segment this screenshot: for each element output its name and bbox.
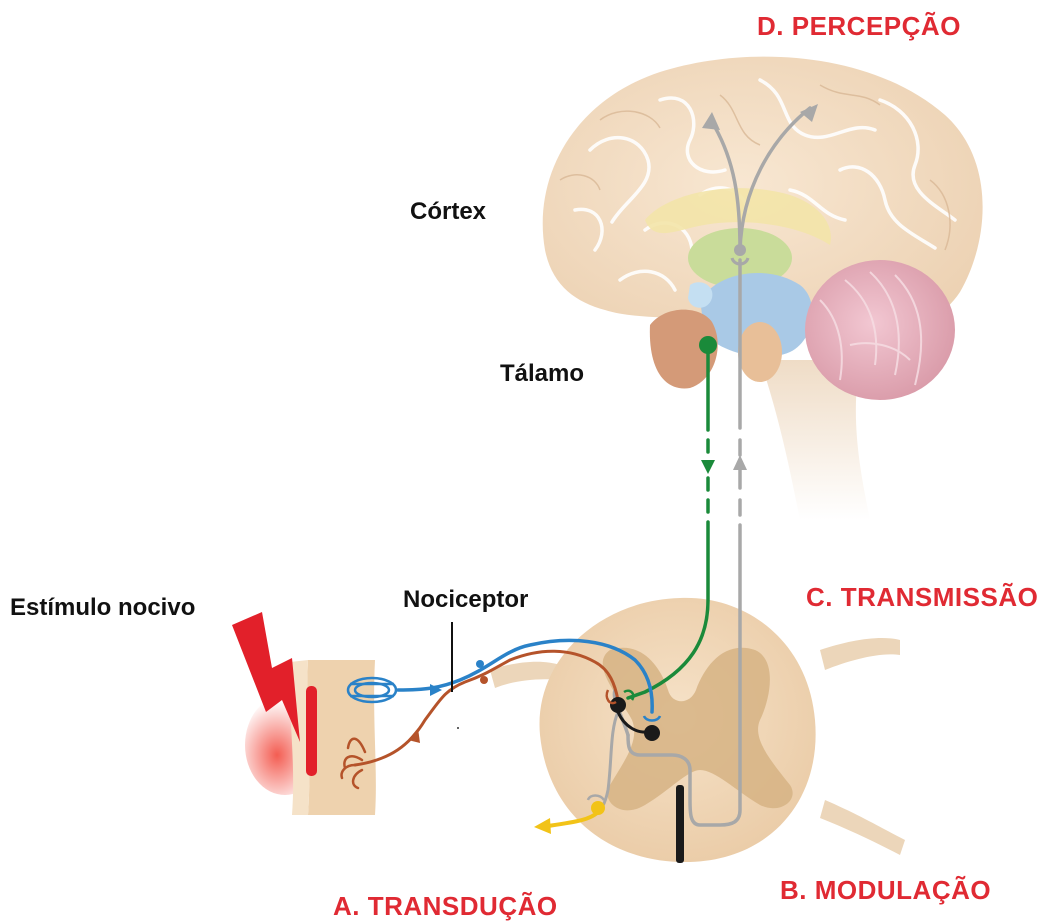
blue-ganglion xyxy=(476,660,484,668)
descending-neuron-body xyxy=(699,336,717,354)
central-canal xyxy=(676,785,684,863)
label-estimulo-nocivo: Estímulo nocivo xyxy=(10,596,195,620)
pons xyxy=(738,322,782,382)
thalamic-relay-neuron xyxy=(734,244,746,256)
descending-arrow-icon xyxy=(701,460,715,474)
stage-label-transmissao: C. TRANSMISSÃO xyxy=(806,584,1038,610)
nerve-root-upper-right xyxy=(820,638,900,670)
motor-neuron xyxy=(591,801,605,815)
tissue-damage-bar xyxy=(306,686,317,776)
reflex-arrow-icon xyxy=(534,818,551,834)
stage-label-modulacao: B. MODULAÇÃO xyxy=(780,877,991,903)
cerebellum xyxy=(805,260,955,400)
brown-ganglion xyxy=(480,676,488,684)
label-nociceptor: Nociceptor xyxy=(403,588,528,612)
stage-label-percepcao: D. PERCEPÇÃO xyxy=(757,13,961,39)
brain xyxy=(543,57,983,520)
stray-dot xyxy=(457,727,459,729)
label-talamo: Tálamo xyxy=(500,362,584,386)
projection-neuron xyxy=(610,697,626,713)
label-cortex: Córtex xyxy=(410,200,486,224)
stage-label-transducao: A. TRANSDUÇÃO xyxy=(333,893,558,919)
nerve-root-lower-right xyxy=(820,800,905,855)
ascending-arrow-icon xyxy=(733,455,747,470)
